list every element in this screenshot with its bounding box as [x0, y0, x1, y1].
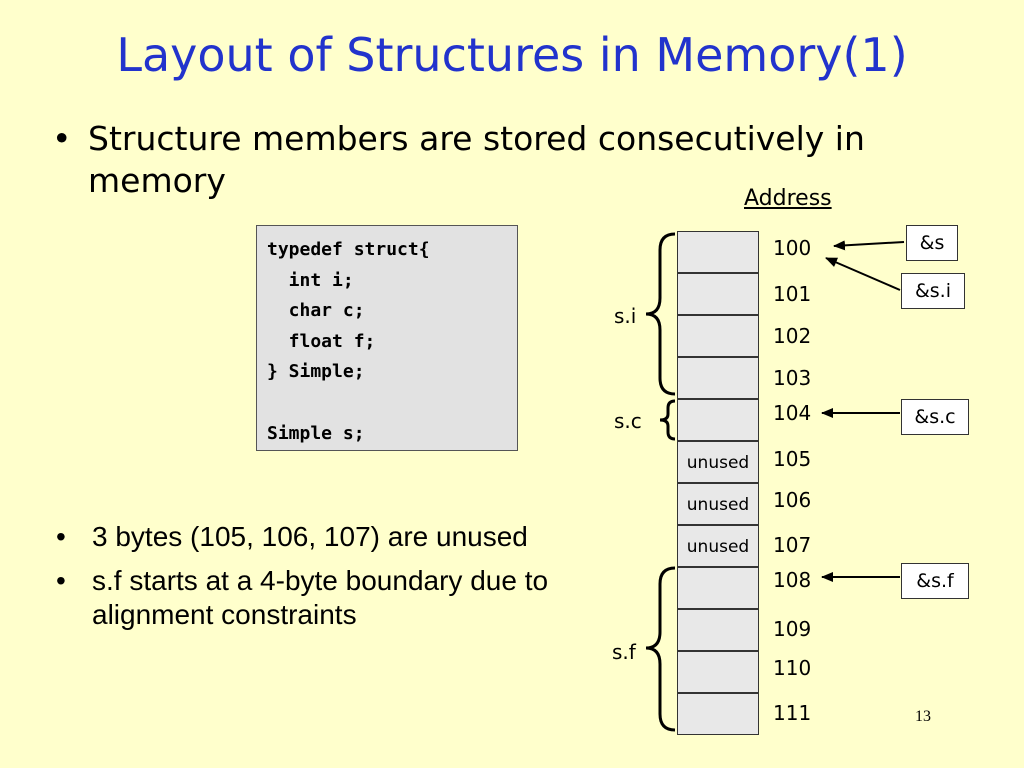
arrow-s: [833, 240, 905, 251]
lower-bullet-item: • s.f starts at a 4-byte boundary due to…: [52, 564, 612, 632]
address-label: 103: [773, 366, 812, 390]
memory-cell: [677, 567, 759, 609]
address-label: 111: [773, 701, 812, 725]
member-label-s-c: s.c: [614, 409, 642, 433]
pointer-label-s-i: &s.i: [901, 273, 965, 309]
memory-cell: [677, 273, 759, 315]
brace-s-f: [645, 566, 676, 732]
address-header: Address: [744, 186, 832, 211]
bullet-dot: •: [56, 521, 66, 552]
brace-s-c: [659, 399, 676, 441]
address-label: 102: [773, 324, 812, 348]
main-bullet: • Structure members are stored consecuti…: [52, 118, 992, 202]
pointer-label-s-f: &s.f: [901, 563, 969, 599]
lower-bullet-text: 3 bytes (105, 106, 107) are unused: [92, 521, 528, 552]
memory-cell: [677, 693, 759, 735]
memory-cell-unused: unused: [677, 441, 759, 483]
pointer-label-s: &s: [906, 225, 958, 261]
memory-cell-unused: unused: [677, 525, 759, 567]
arrow-s-i: [825, 257, 901, 291]
address-label: 105: [773, 447, 812, 471]
memory-cell: [677, 399, 759, 441]
address-label: 101: [773, 282, 812, 306]
main-bullet-text: Structure members are stored consecutive…: [88, 119, 865, 200]
memory-cell: [677, 609, 759, 651]
address-label: 106: [773, 488, 812, 512]
bullet-dot: •: [52, 119, 72, 158]
memory-cell: [677, 357, 759, 399]
brace-s-i: [645, 232, 676, 396]
slide-title: Layout of Structures in Memory(1): [116, 28, 908, 82]
memory-cell: [677, 231, 759, 273]
address-label: 104: [773, 401, 812, 425]
pointer-label-s-c: &s.c: [901, 399, 969, 435]
memory-cell-unused: unused: [677, 483, 759, 525]
lower-bullet-text: s.f starts at a 4-byte boundary due to a…: [92, 565, 549, 630]
member-label-s-i: s.i: [614, 304, 637, 328]
address-label: 107: [773, 533, 812, 557]
bullet-dot: •: [56, 565, 66, 596]
lower-bullets: • 3 bytes (105, 106, 107) are unused • s…: [52, 520, 612, 642]
memory-cell: [677, 315, 759, 357]
code-block: typedef struct{ int i; char c; float f; …: [256, 225, 518, 451]
address-label: 110: [773, 656, 812, 680]
page-number: 13: [915, 708, 931, 725]
address-label: 100: [773, 236, 812, 260]
member-label-s-f: s.f: [612, 640, 636, 664]
memory-cell: [677, 651, 759, 693]
address-label: 108: [773, 568, 812, 592]
lower-bullet-item: • 3 bytes (105, 106, 107) are unused: [52, 520, 612, 554]
address-label: 109: [773, 617, 812, 641]
